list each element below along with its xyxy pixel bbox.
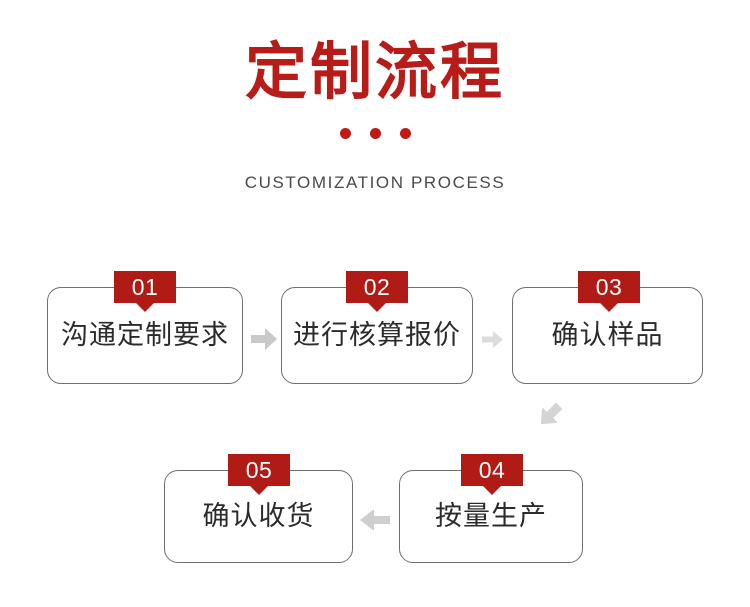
step-label-02: 进行核算报价: [293, 319, 461, 351]
step-number-04: 04: [478, 457, 506, 483]
step-number-02: 02: [363, 274, 391, 300]
step-label-04: 按量生产: [435, 500, 547, 532]
step-badge-04: 04: [461, 454, 523, 495]
page-title: 定制流程: [244, 35, 505, 108]
step-label-05: 确认收货: [202, 500, 315, 532]
page-subtitle: CUSTOMIZATION PROCESS: [244, 173, 506, 192]
step-number-03: 03: [595, 274, 623, 300]
step-badge-01: 01: [114, 271, 176, 312]
arrow-step3-to-step4-icon: [535, 400, 565, 430]
dot-3: [399, 128, 411, 139]
decorative-dots: [0, 128, 750, 139]
step-number-05: 05: [245, 457, 273, 483]
dot-1: [339, 128, 351, 139]
step-label-01: 沟通定制要求: [61, 319, 229, 351]
step-label-03: 确认样品: [551, 319, 664, 351]
step-box-03: 确认样品: [512, 287, 703, 384]
dot-2: [369, 128, 381, 139]
step-badge-02: 02: [346, 271, 408, 312]
step-number-01: 01: [131, 274, 159, 300]
step-badge-03: 03: [578, 271, 640, 312]
step-badge-05: 05: [228, 454, 290, 495]
arrow-step1-to-step2-icon: [251, 328, 277, 350]
arrow-step4-to-step5-icon: [360, 509, 390, 531]
arrow-step2-to-step3-icon: [482, 331, 503, 348]
